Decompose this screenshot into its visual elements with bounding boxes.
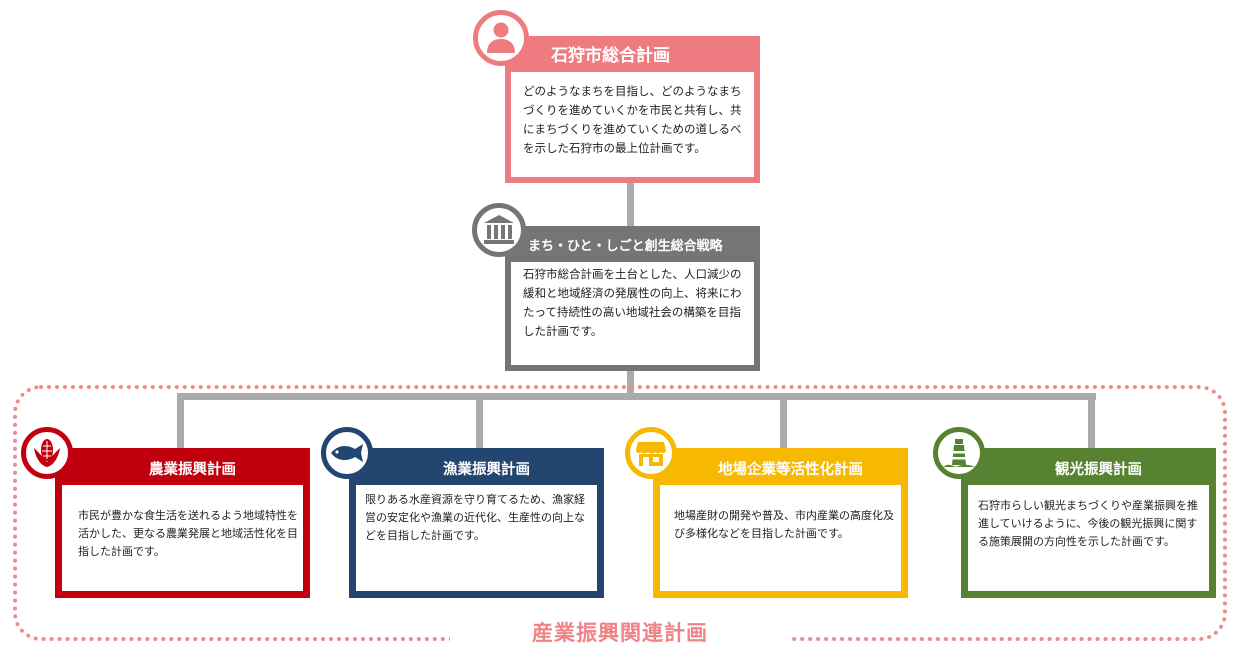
city-master-plan-header: 石狩市総合計画 bbox=[511, 42, 754, 72]
agriculture-plan-title: 農業振興計画 bbox=[149, 462, 236, 478]
building-icon bbox=[472, 203, 526, 257]
fish-icon bbox=[321, 427, 373, 479]
corn-icon bbox=[21, 427, 73, 479]
city-master-plan-title: 石狩市総合計画 bbox=[551, 46, 670, 66]
connector-horizontal bbox=[177, 393, 1096, 400]
tourism-plan-header: 観光振興計画 bbox=[968, 455, 1209, 485]
connector-to-agriculture bbox=[177, 393, 184, 448]
connector-top-to-strategy bbox=[627, 183, 634, 226]
agriculture-plan-description: 市民が豊かな食生活を送れるよう地域特性を活かした、更なる農業発展と地域活性化を目… bbox=[78, 509, 298, 558]
tourism-plan-box: 観光振興計画 石狩市らしい観光まちづくりや産業振興を推進していけるように、今後の… bbox=[961, 448, 1216, 598]
fishery-plan-header: 漁業振興計画 bbox=[356, 455, 597, 485]
person-icon bbox=[473, 10, 529, 66]
strategy-description: 石狩市総合計画を土台とした、人口減少の緩和と地域経済の発展性の向上、将来にわたっ… bbox=[523, 267, 742, 338]
strategy-header: まち・ひと・しごと創生総合戦略 bbox=[511, 232, 754, 262]
fishery-plan-description: 限りある水産資源を守り育てるため、漁家経営の安定化や漁業の近代化、生産性の向上な… bbox=[365, 493, 585, 542]
local-business-plan-title: 地場企業等活性化計画 bbox=[718, 462, 863, 478]
regional-revitalization-strategy-box: まち・ひと・しごと創生総合戦略 石狩市総合計画を土台とした、人口減少の緩和と地域… bbox=[505, 226, 760, 371]
local-business-plan-description: 地場産財の開発や普及、市内産業の高度化及び多様化などを目指した計画です。 bbox=[674, 509, 894, 540]
shop-icon bbox=[625, 427, 677, 479]
agriculture-plan-header: 農業振興計画 bbox=[62, 455, 303, 485]
connector-to-local-business bbox=[780, 393, 787, 448]
city-master-plan-description: どのようなまちを目指し、どのようなまちづくりを進めていくかを市民と共有し、共にま… bbox=[523, 84, 742, 155]
local-business-plan-header: 地場企業等活性化計画 bbox=[660, 455, 901, 485]
agriculture-plan-box: 農業振興計画 市民が豊かな食生活を送れるよう地域特性を活かした、更なる農業発展と… bbox=[55, 448, 310, 598]
fishery-plan-title: 漁業振興計画 bbox=[443, 462, 530, 478]
connector-to-tourism bbox=[1088, 393, 1095, 448]
fishery-plan-box: 漁業振興計画 限りある水産資源を守り育てるため、漁家経営の安定化や漁業の近代化、… bbox=[349, 448, 604, 598]
strategy-title: まち・ひと・しごと創生総合戦略 bbox=[528, 239, 723, 254]
tourism-plan-title: 観光振興計画 bbox=[1055, 462, 1142, 478]
connector-to-fishery bbox=[476, 393, 483, 448]
city-master-plan-box: 石狩市総合計画 どのようなまちを目指し、どのようなまちづくりを進めていくかを市民… bbox=[505, 36, 760, 183]
tourism-plan-description: 石狩市らしい観光まちづくりや産業振興を推進していけるように、今後の観光振興に関す… bbox=[978, 499, 1198, 548]
connector-strategy-down bbox=[627, 371, 634, 396]
lighthouse-icon bbox=[933, 427, 985, 479]
local-business-plan-box: 地場企業等活性化計画 地場産財の開発や普及、市内産業の高度化及び多様化などを目指… bbox=[653, 448, 908, 598]
related-plans-group-label: 産業振興関連計画 bbox=[450, 619, 790, 649]
